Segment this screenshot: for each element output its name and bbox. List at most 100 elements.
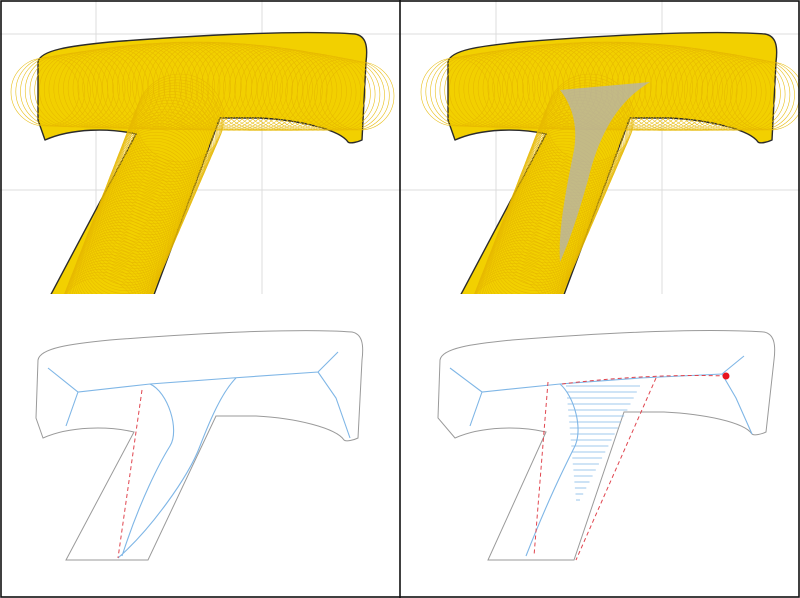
- sweep-circle: [291, 55, 366, 131]
- sweep-circle: [484, 233, 567, 294]
- sweep-circle: [234, 47, 318, 131]
- sweep-circle: [476, 254, 559, 294]
- sweep-circle: [279, 53, 357, 131]
- sweep-circle: [83, 210, 167, 294]
- sweep-circle: [474, 260, 556, 294]
- medial-axis-bottom-left: [35, 330, 364, 561]
- sweep-circle: [724, 59, 795, 131]
- sweep-circle: [296, 56, 371, 131]
- sweep-circle: [482, 239, 565, 294]
- sweep-circle: [228, 46, 313, 131]
- sweep-circle: [584, 42, 673, 131]
- sweep-circle: [490, 219, 573, 294]
- sweep-circle: [478, 248, 561, 294]
- sweep-circle: [86, 201, 171, 286]
- medial-axis-bottom-right: [437, 330, 776, 561]
- sweep-circle: [481, 242, 564, 294]
- sweep-circle: [672, 51, 752, 131]
- sweep-circle: [488, 222, 572, 294]
- sweep-circle: [64, 266, 142, 294]
- sweep-circle: [494, 207, 578, 292]
- circle-sweep-top-right: [400, 0, 800, 294]
- sweep-circle: [501, 190, 586, 275]
- sweep-circle: [67, 251, 150, 294]
- sweep-circle: [325, 61, 395, 131]
- sweep-circle: [88, 196, 173, 280]
- sweep-circle: [718, 58, 791, 131]
- sweep-circle: [695, 54, 772, 131]
- marker-point: [722, 372, 730, 380]
- sweep-circle: [475, 277, 541, 294]
- sweep-circle: [499, 193, 584, 278]
- sweep-circle: [217, 45, 303, 131]
- sweep-circle: [251, 49, 333, 131]
- sweep-circle: [84, 207, 168, 292]
- sweep-circle: [319, 60, 390, 131]
- sweep-circle: [66, 254, 149, 294]
- sweep-circle: [81, 216, 165, 294]
- sweep-circle: [477, 251, 560, 294]
- sweep-circle: [71, 242, 154, 294]
- sweep-circle: [92, 187, 177, 272]
- sweep-circle: [262, 51, 342, 131]
- sweep-circle: [474, 271, 547, 294]
- sweep-circle: [475, 257, 557, 294]
- sweep-circle: [689, 53, 767, 131]
- sweep-circle: [75, 231, 158, 294]
- sweep-circle: [256, 50, 338, 131]
- sweep-circle: [64, 271, 137, 294]
- sweep-circle: [496, 201, 581, 286]
- sweep-circle: [285, 54, 362, 131]
- highlighted-region: [559, 82, 650, 262]
- sweep-circle: [302, 57, 376, 131]
- sweep-circle: [649, 47, 733, 131]
- sweep-circle: [195, 43, 283, 131]
- sweep-circle: [644, 47, 728, 131]
- sweep-circle: [498, 196, 583, 280]
- sweep-circle: [82, 213, 166, 294]
- sweep-circle: [480, 245, 562, 294]
- sweep-circle: [683, 53, 762, 131]
- sweep-circle: [735, 61, 800, 131]
- circle-sweep-top-left: [0, 0, 400, 294]
- sweep-circle: [190, 43, 278, 131]
- hatched-region: [566, 385, 640, 501]
- sweep-circle: [661, 49, 743, 131]
- sweep-circle: [90, 193, 175, 278]
- sweep-circle: [706, 56, 781, 131]
- sweep-circle: [487, 225, 571, 294]
- sweep-circle: [492, 213, 576, 294]
- medial-axis: [47, 351, 351, 559]
- sweep-circle: [91, 190, 176, 275]
- sweep-circle: [486, 228, 570, 294]
- sweep-circle: [712, 57, 786, 131]
- sweep-circle: [132, 82, 221, 171]
- sweep-circle: [474, 274, 544, 294]
- t-outline: [437, 330, 776, 561]
- sweep-circle: [245, 48, 328, 131]
- sweep-circle: [485, 231, 568, 294]
- sweep-circle: [76, 228, 160, 294]
- medial-axis: [449, 355, 753, 557]
- sweep-circle: [474, 268, 549, 294]
- sweep-circle: [666, 50, 748, 131]
- sweep-circle: [74, 233, 157, 294]
- sweep-circle: [655, 48, 738, 131]
- sweep-circle: [133, 79, 222, 168]
- sweep-circle: [308, 58, 381, 131]
- sweep-circle: [78, 222, 162, 294]
- sweep-circle: [80, 219, 163, 294]
- sweep-circle: [239, 47, 323, 131]
- sweep-circle: [314, 59, 385, 131]
- sweep-circle: [73, 236, 156, 294]
- sweep-circle: [65, 277, 131, 294]
- sweep-circle: [72, 239, 155, 294]
- sweep-circle: [64, 274, 134, 294]
- sweep-circle: [68, 248, 151, 294]
- sweep-circle: [493, 210, 577, 294]
- sweep-circle: [491, 216, 575, 294]
- sweep-circle: [268, 52, 347, 131]
- sweep-circle: [64, 260, 146, 294]
